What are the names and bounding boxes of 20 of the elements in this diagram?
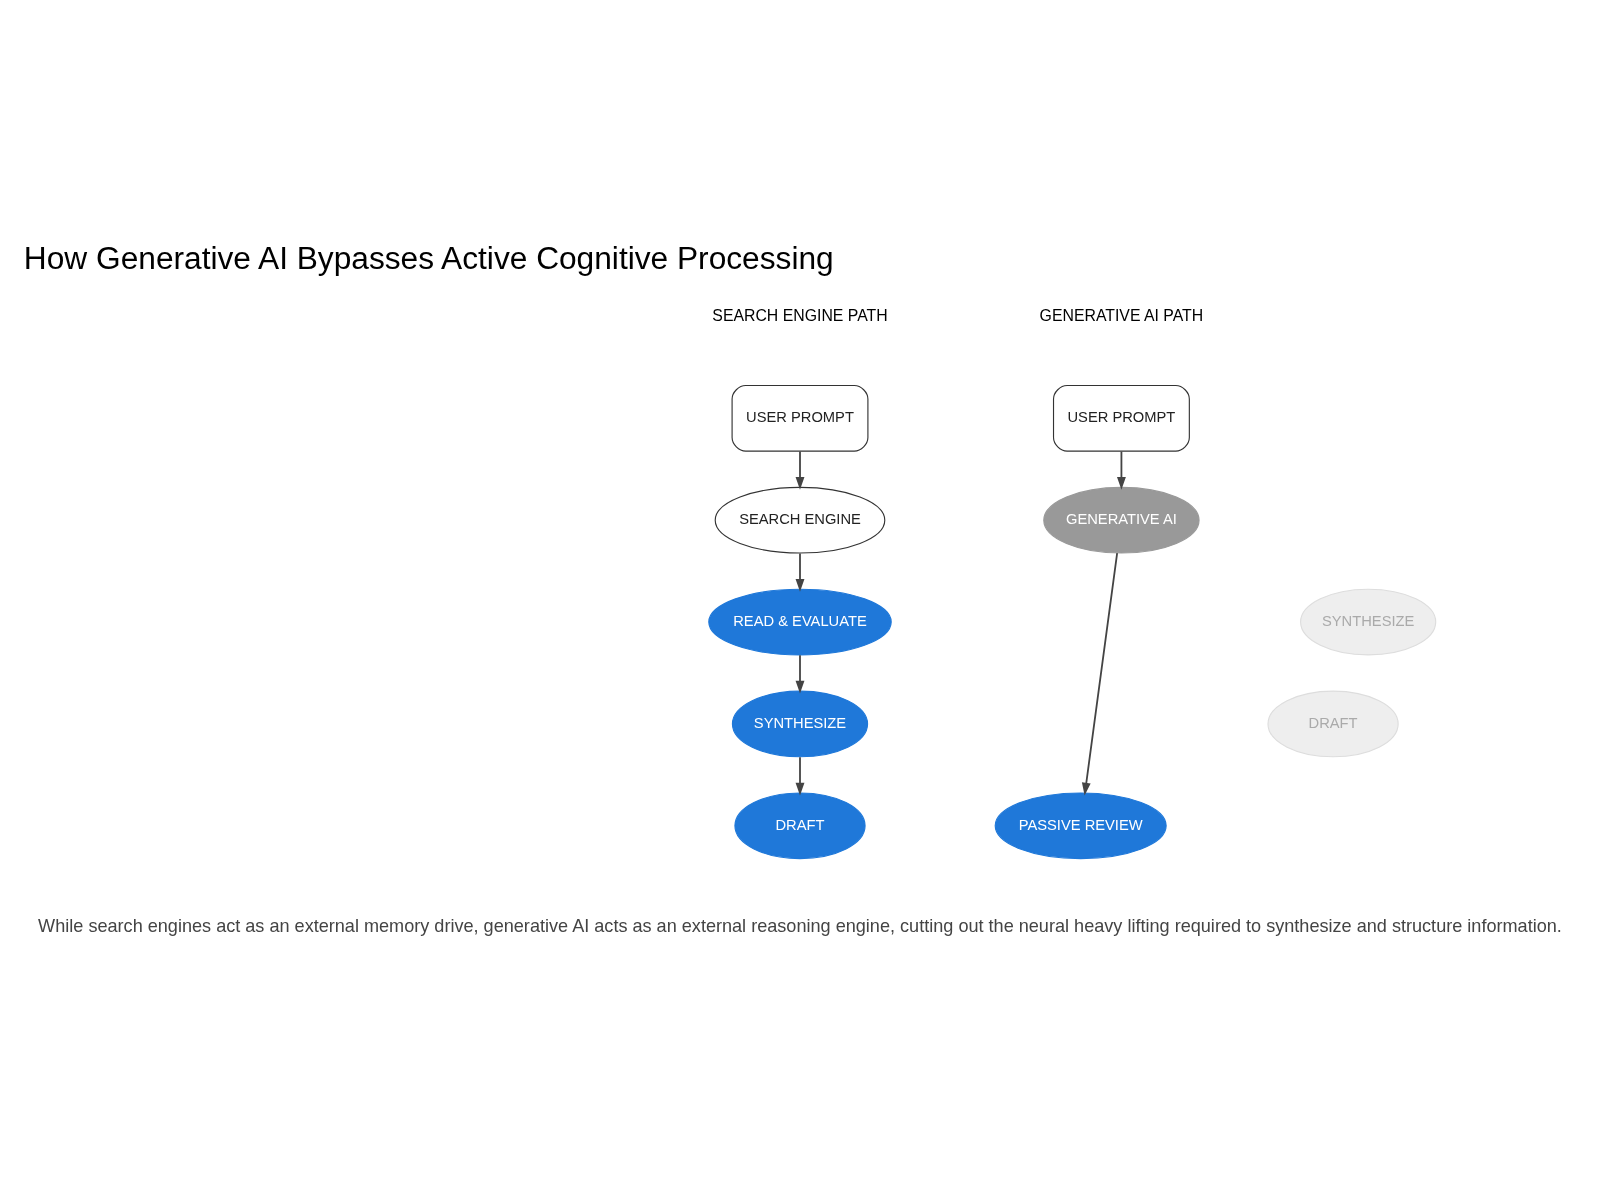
diagram-title: How Generative AI Bypasses Active Cognitive Processing xyxy=(23,240,834,277)
node-ellipse: SEARCH ENGINE xyxy=(714,486,886,554)
node-ellipse: DRAFT xyxy=(734,792,866,860)
arrow xyxy=(1081,552,1119,796)
label: SEARCH ENGINE PATH xyxy=(712,306,888,324)
node-ellipse: GENERATIVE AI xyxy=(1043,486,1200,554)
arrow xyxy=(795,756,805,796)
node-box: USER PROMPT xyxy=(1052,384,1190,452)
caption: While search engines act as an external memory drive, generative AI acts as an external reasoning engine, cutting out the neural heavy lifting required to synthesize and structure information. xyxy=(38,915,1562,936)
node-ellipse: READ & EVALUATE xyxy=(708,588,892,656)
arrow xyxy=(1117,450,1126,490)
arrow xyxy=(795,552,805,592)
node-ellipse: SYNTHESIZE xyxy=(1300,588,1437,656)
node-ellipse: PASSIVE REVIEW xyxy=(994,792,1167,860)
node-ellipse: DRAFT xyxy=(1267,690,1399,758)
node-box: USER PROMPT xyxy=(731,384,869,452)
arrow xyxy=(795,654,805,694)
label: GENERATIVE AI PATH xyxy=(1039,306,1204,324)
node-ellipse: SYNTHESIZE xyxy=(731,690,869,758)
arrow xyxy=(795,450,805,490)
